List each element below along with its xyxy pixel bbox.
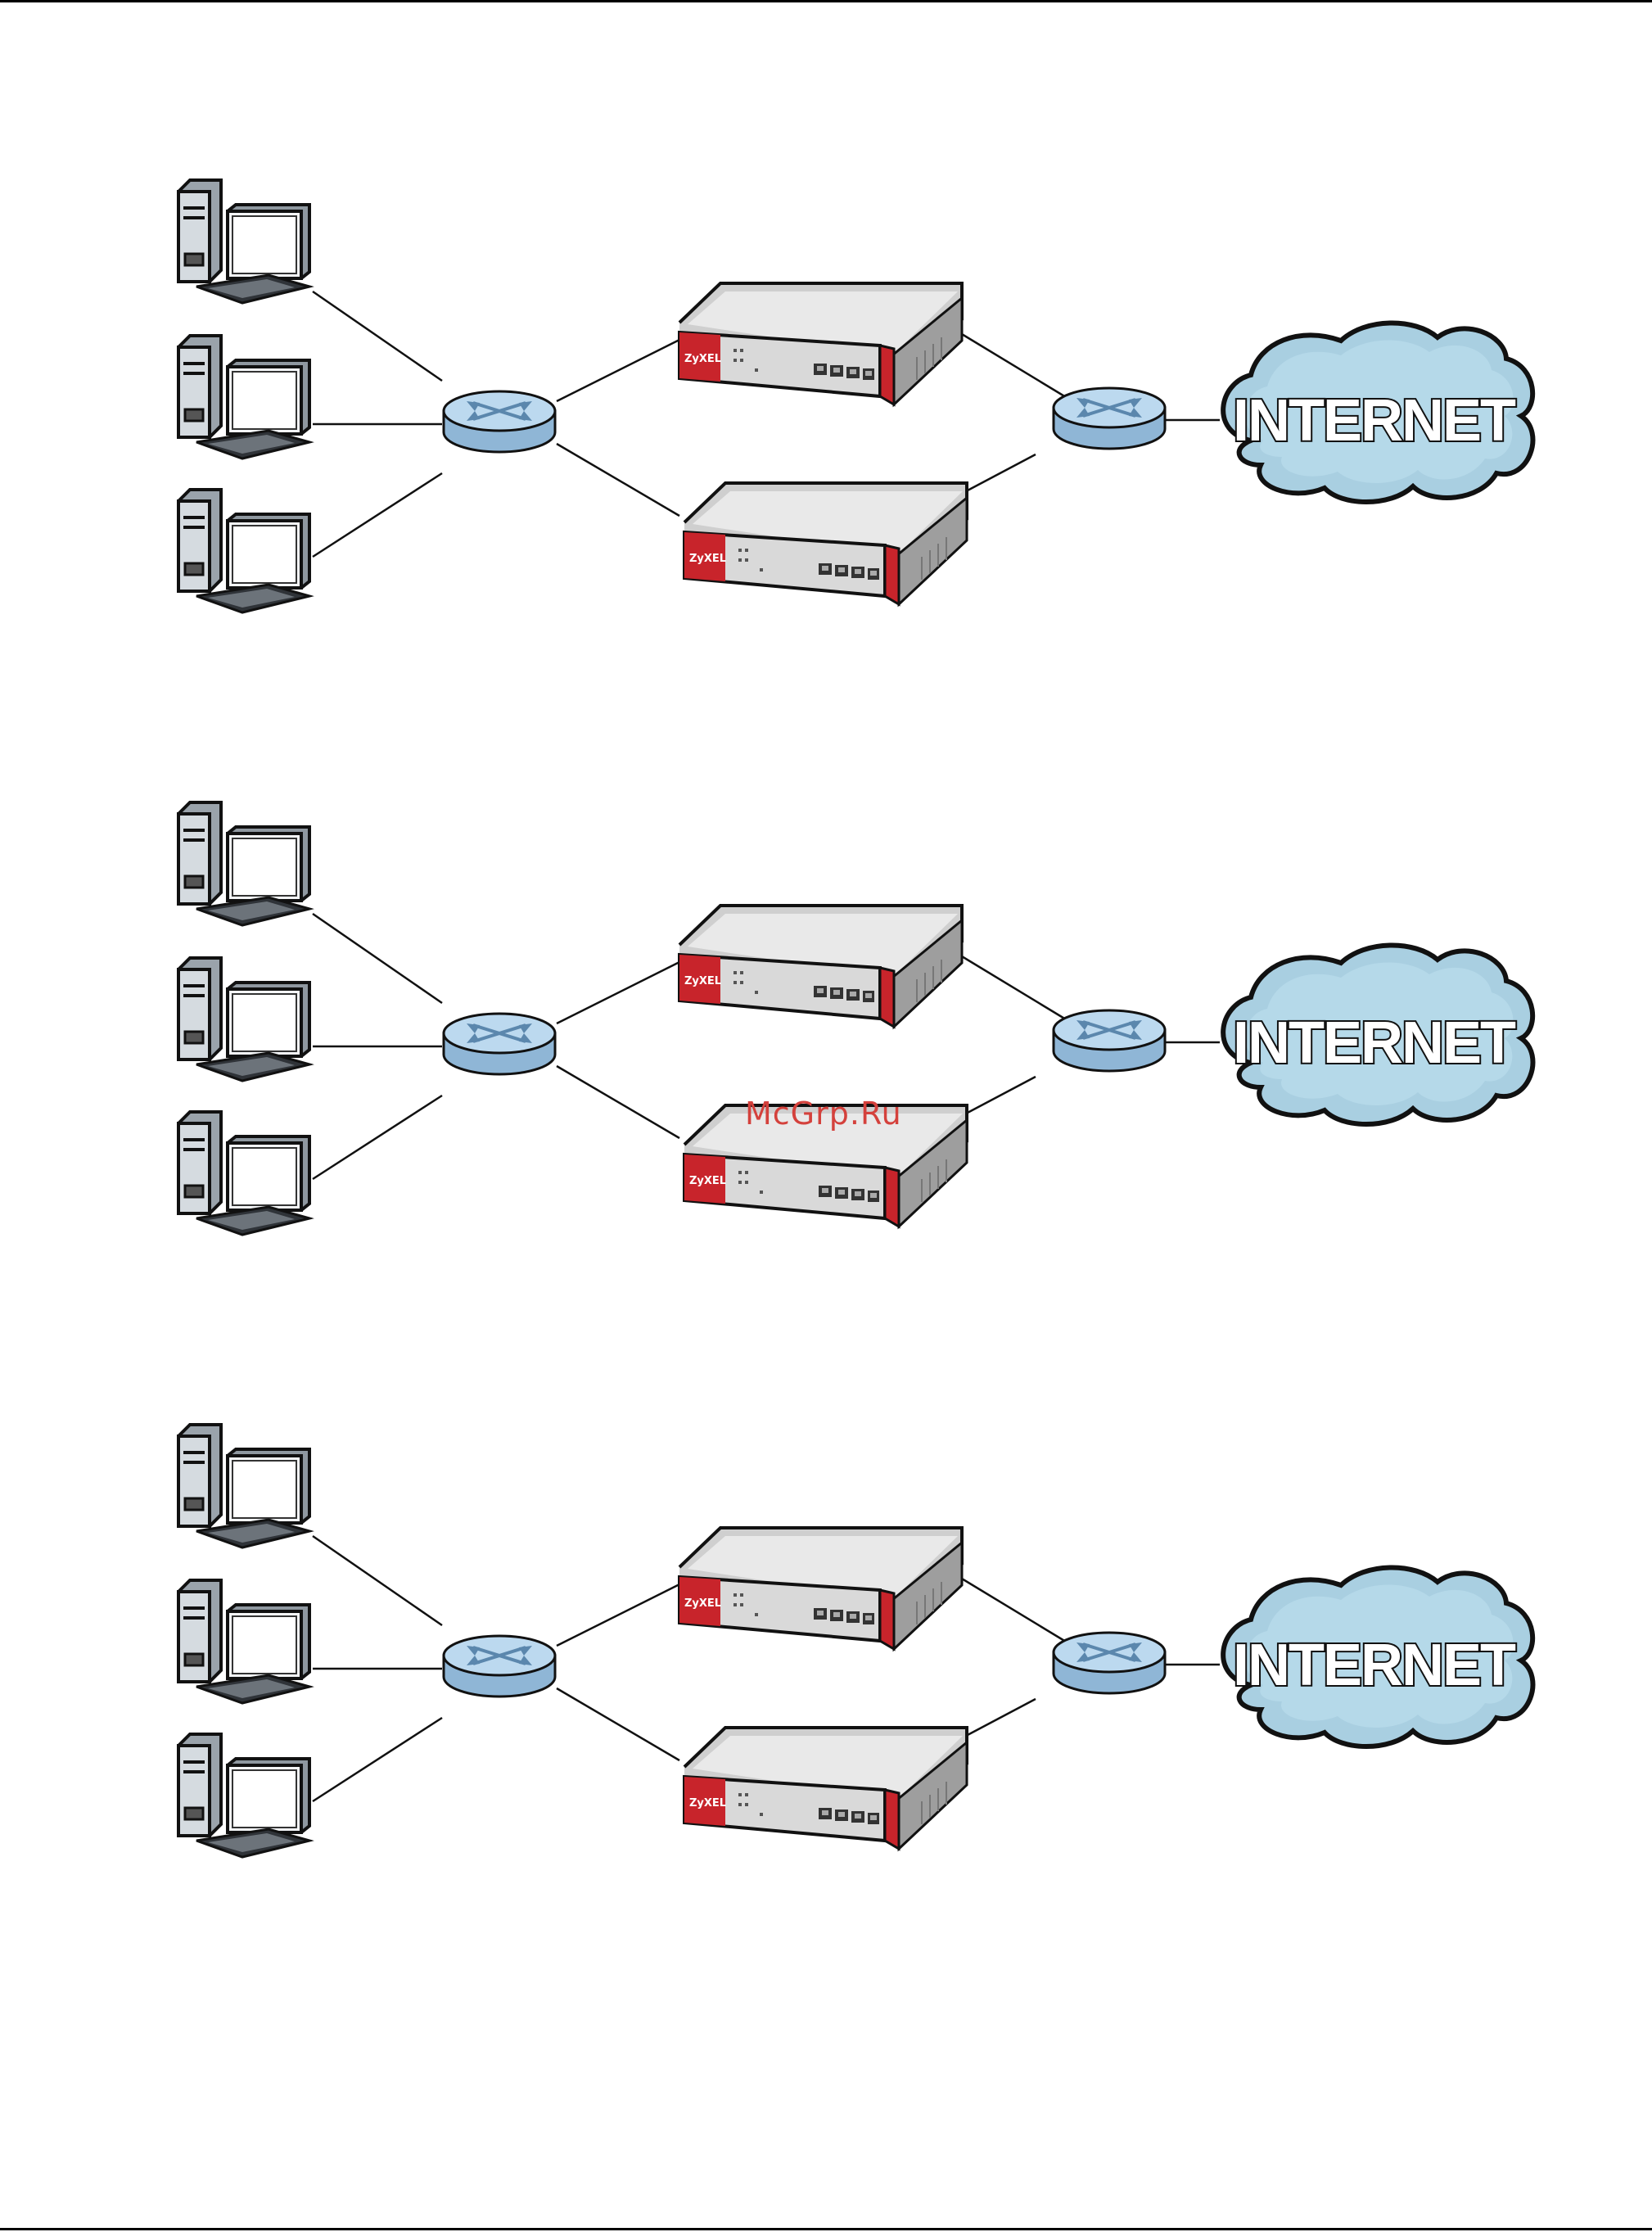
computer-icon xyxy=(178,1112,309,1235)
network-link xyxy=(557,962,679,1023)
cloud-icon: INTERNET xyxy=(1223,1567,1532,1746)
cloud-label: INTERNET xyxy=(1233,1010,1516,1076)
network-link xyxy=(313,914,442,1003)
computer-icon xyxy=(178,490,309,612)
network-link xyxy=(313,473,442,557)
network-diagram-3: ZyXEL ZyXEL xyxy=(0,1400,1652,1908)
network-link xyxy=(966,454,1036,491)
computer-icon xyxy=(178,336,309,459)
device-brand-logo: ZyXEL xyxy=(689,553,726,565)
cloud-icon: INTERNET xyxy=(1223,323,1532,502)
computer-icon xyxy=(178,1734,309,1857)
device-brand-logo: ZyXEL xyxy=(684,1597,721,1610)
router-icon xyxy=(1054,1010,1165,1071)
top-rule xyxy=(0,0,1652,2)
network-link xyxy=(954,951,1066,1019)
device-brand-logo: ZyXEL xyxy=(684,975,721,987)
device-brand-logo: ZyXEL xyxy=(689,1797,726,1810)
firewall-icon: ZyXEL xyxy=(684,1728,967,1849)
firewall-icon: ZyXEL xyxy=(679,906,962,1027)
cloud-label: INTERNET xyxy=(1233,1633,1516,1698)
cloud-label: INTERNET xyxy=(1233,388,1516,454)
computer-icon xyxy=(178,180,309,303)
network-link xyxy=(557,1066,679,1138)
network-diagram-1: ZyXEL ZyXEL xyxy=(0,156,1652,663)
firewall-icon: ZyXEL xyxy=(679,1528,962,1649)
network-link xyxy=(313,1096,442,1179)
network-link xyxy=(313,1536,442,1625)
network-link xyxy=(954,329,1066,397)
network-link xyxy=(954,1574,1066,1642)
network-link xyxy=(557,1688,679,1760)
router-icon xyxy=(1054,1633,1165,1693)
watermark-text: McGrp.Ru xyxy=(745,1096,902,1132)
network-link xyxy=(313,291,442,381)
router-icon xyxy=(444,1014,555,1074)
computer-icon xyxy=(178,1425,309,1547)
network-link xyxy=(313,1718,442,1801)
router-icon xyxy=(444,1636,555,1697)
network-link xyxy=(966,1699,1036,1736)
network-link xyxy=(557,340,679,401)
device-brand-logo: ZyXEL xyxy=(684,353,721,365)
router-icon xyxy=(444,391,555,452)
firewall-icon: ZyXEL xyxy=(684,483,967,604)
network-link xyxy=(557,1584,679,1646)
network-diagram-2: ZyXEL ZyXEL xyxy=(0,778,1652,1285)
bottom-rule xyxy=(0,2228,1652,2230)
device-brand-logo: ZyXEL xyxy=(689,1175,726,1187)
network-link xyxy=(966,1077,1036,1114)
router-icon xyxy=(1054,388,1165,449)
computer-icon xyxy=(178,802,309,925)
computer-icon xyxy=(178,958,309,1081)
firewall-icon: ZyXEL xyxy=(679,283,962,404)
computer-icon xyxy=(178,1580,309,1703)
network-link xyxy=(557,444,679,516)
cloud-icon: INTERNET xyxy=(1223,945,1532,1124)
